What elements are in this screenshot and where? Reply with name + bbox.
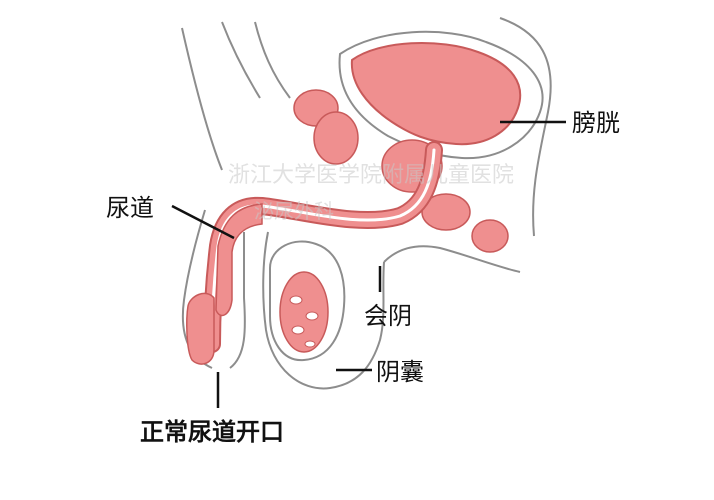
label-normal-urethral-opening: 正常尿道开口	[140, 418, 284, 446]
watermark-line-1: 浙江大学医学院附属儿童医院	[228, 163, 514, 188]
label-urethra: 尿道	[106, 194, 154, 222]
watermark-line-2: 泌尿外科	[254, 199, 334, 223]
scrotum-organ	[269, 240, 346, 362]
urethra-organ	[203, 141, 443, 353]
leader-lines	[171, 120, 566, 408]
label-scrotum: 阴囊	[376, 358, 424, 386]
penile-body	[186, 203, 263, 365]
label-bladder: 膀胱	[572, 109, 620, 137]
body-outline	[181, 17, 552, 390]
label-perineum: 会阴	[364, 302, 412, 330]
bladder-organ	[338, 30, 544, 160]
watermark: 浙江大学医学院附属儿童医院 泌尿外科	[228, 163, 514, 223]
urethra-leader-line	[171, 204, 235, 240]
